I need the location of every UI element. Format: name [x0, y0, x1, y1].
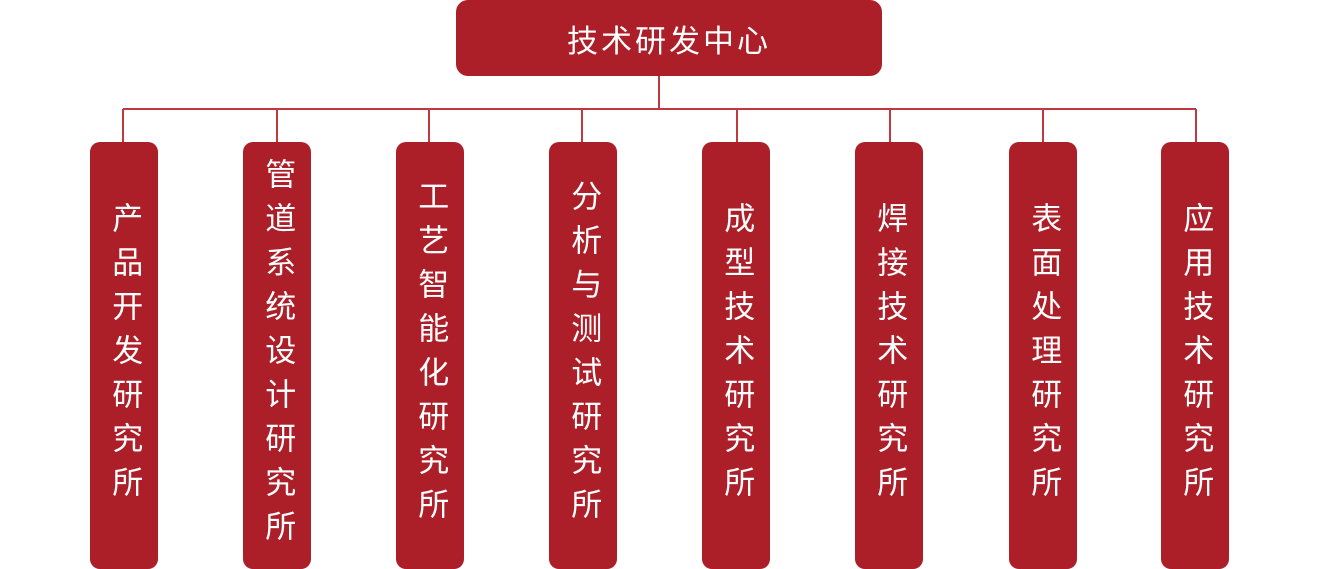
child-node-label: 产品开发研究所: [106, 201, 143, 510]
child-node-label: 表面处理研究所: [1025, 201, 1062, 510]
child-node-welding-technology: 焊接技术研究所: [855, 142, 923, 569]
child-node-process-intelligence: 工艺智能化研究所: [396, 142, 464, 569]
child-node-label: 焊接技术研究所: [871, 201, 908, 510]
child-node-label: 工艺智能化研究所: [412, 179, 449, 532]
child-node-label: 应用技术研究所: [1177, 201, 1214, 510]
child-node-label: 成型技术研究所: [718, 201, 755, 510]
child-node-surface-treatment: 表面处理研究所: [1009, 142, 1077, 569]
root-node-label: 技术研发中心: [567, 23, 771, 60]
child-node-analysis-testing: 分析与测试研究所: [549, 142, 617, 569]
child-node-application-technology: 应用技术研究所: [1161, 142, 1229, 569]
root-node-technology-rd-center: 技术研发中心: [456, 0, 882, 76]
child-node-piping-system-design: 管道系统设计研究所: [243, 142, 311, 569]
child-node-label: 管道系统设计研究所: [259, 157, 296, 554]
child-node-forming-technology: 成型技术研究所: [702, 142, 770, 569]
child-node-label: 分析与测试研究所: [565, 179, 602, 532]
child-node-product-development: 产品开发研究所: [90, 142, 158, 569]
